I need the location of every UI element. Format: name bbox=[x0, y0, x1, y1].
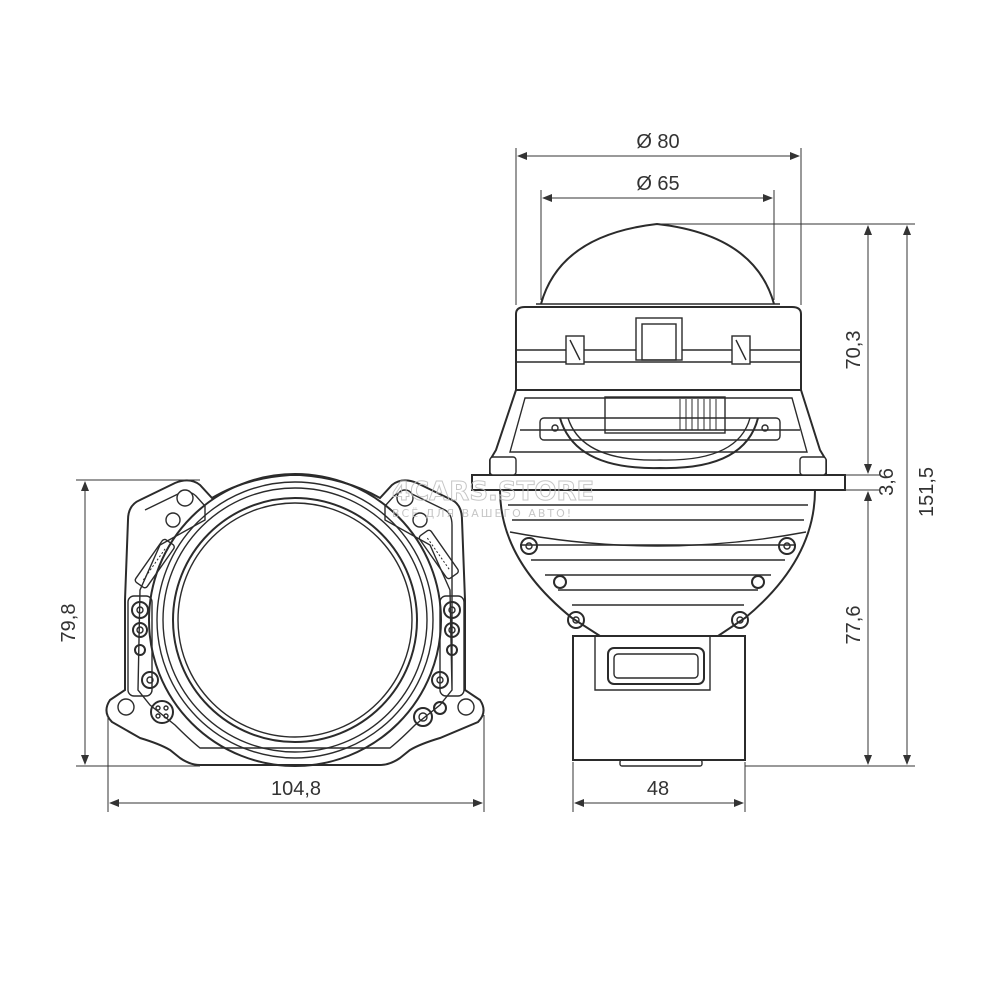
front-lens-outer bbox=[172, 497, 418, 743]
side-lens-dome bbox=[540, 222, 775, 305]
front-mount-hole-top-left bbox=[176, 489, 194, 507]
front-right-screws bbox=[431, 595, 465, 697]
dim-label-diameter-inner: Ø 65 bbox=[636, 173, 679, 195]
front-bezel-ring-2 bbox=[156, 481, 434, 759]
dim-label-diameter-outer: Ø 80 bbox=[636, 131, 679, 153]
dim-label-height-lower: 77,6 bbox=[843, 606, 865, 645]
front-mount-hole-right-2 bbox=[412, 512, 428, 528]
side-cable bbox=[559, 417, 759, 470]
dim-label-flange-thickness: 3,6 bbox=[876, 468, 898, 496]
side-view bbox=[471, 222, 846, 767]
side-bowl-screws bbox=[520, 537, 796, 629]
front-bottom-connectors bbox=[150, 700, 447, 727]
front-mount-hole-bottom-left bbox=[117, 698, 135, 716]
front-bezel-outer-ring bbox=[148, 473, 442, 767]
dim-label-total-height: 151,5 bbox=[916, 467, 938, 517]
front-view bbox=[105, 473, 485, 767]
dim-label-front-height: 79,8 bbox=[58, 604, 80, 643]
watermark: 4CARS.STORE ВСЁ ДЛЯ ВАШЕГО АВТО! bbox=[392, 477, 595, 521]
watermark-brand: 4CARS.STORE bbox=[392, 477, 594, 507]
dim-label-front-width: 104,8 bbox=[271, 778, 321, 800]
side-top-clip bbox=[635, 317, 683, 361]
dim-label-height-upper: 70,3 bbox=[843, 331, 865, 370]
front-mount-hole-top-right bbox=[396, 489, 414, 507]
front-lens-inner bbox=[177, 502, 413, 738]
side-ring-clips bbox=[565, 335, 751, 365]
dim-label-base-width: 48 bbox=[647, 778, 669, 800]
front-bezel-ring-3 bbox=[162, 487, 428, 753]
front-flange-inner-outline bbox=[137, 491, 453, 749]
dimensions: Ø 80 Ø 65 70,3 3,6 77,6 151,5 79,8 104,8 bbox=[58, 131, 938, 812]
front-mount-hole-left-2 bbox=[165, 512, 181, 528]
side-electronics bbox=[539, 396, 781, 441]
side-ring-housing bbox=[515, 306, 802, 391]
front-right-label-plate bbox=[418, 529, 459, 580]
watermark-slogan: ВСЁ ДЛЯ ВАШЕГО АВТО! bbox=[392, 507, 573, 520]
side-base-block bbox=[572, 635, 746, 767]
front-mount-hole-bottom-right bbox=[457, 698, 475, 716]
front-left-screws bbox=[127, 595, 159, 697]
